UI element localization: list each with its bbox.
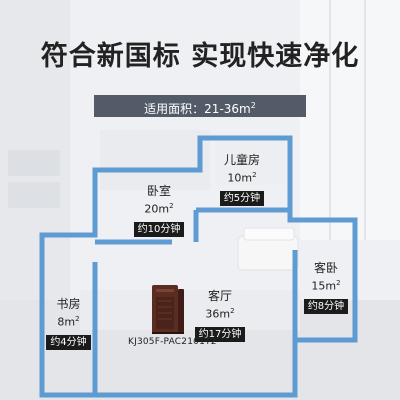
area-range-banner: 适用面积：21-36m2 xyxy=(94,95,306,117)
room-study: 书房 8m2 约4分钟 xyxy=(42,296,95,350)
area-range-label: 适用面积：21-36m xyxy=(144,102,251,116)
room-living: 客厅 36m2 约17分钟 xyxy=(192,288,248,342)
room-time: 约4分钟 xyxy=(46,334,91,350)
room-kids: 儿童房 10m2 约5分钟 xyxy=(208,152,276,206)
room-area: 8m2 xyxy=(57,315,80,329)
room-name: 卧室 xyxy=(146,184,171,198)
room-area: 10m2 xyxy=(227,171,257,185)
room-time: 约5分钟 xyxy=(219,190,265,206)
model-number: KJ305F-PAC2101T2 xyxy=(128,337,217,347)
room-name: 书房 xyxy=(56,297,81,311)
area-range-unit-sup: 2 xyxy=(250,101,256,110)
room-area: 20m2 xyxy=(144,202,174,216)
room-guest-bedroom: 客卧 15m2 约8分钟 xyxy=(297,260,355,314)
air-purifier-icon xyxy=(152,285,184,334)
headline: 符合新国标 实现快速净化 xyxy=(40,41,360,72)
room-name: 儿童房 xyxy=(223,153,260,167)
room-bedroom: 卧室 20m2 约10分钟 xyxy=(122,183,196,237)
room-area: 36m2 xyxy=(205,307,235,321)
room-time: 约8分钟 xyxy=(303,298,349,314)
room-area: 15m2 xyxy=(311,279,341,293)
room-time: 约10分钟 xyxy=(133,221,185,237)
room-time: 约17分钟 xyxy=(194,326,246,342)
room-name: 客厅 xyxy=(207,289,232,303)
room-name: 客卧 xyxy=(313,261,338,275)
